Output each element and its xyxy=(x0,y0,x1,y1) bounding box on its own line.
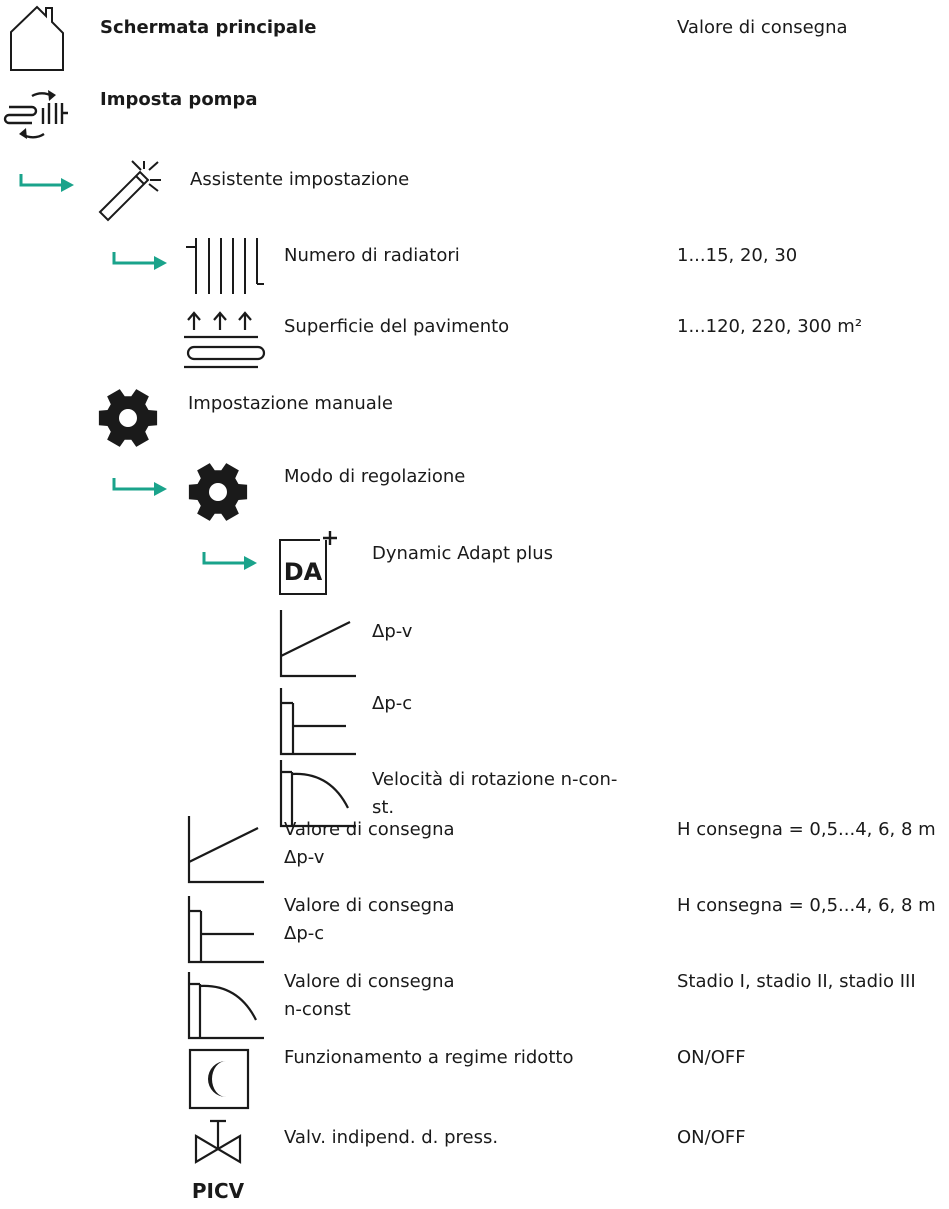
floor-area-value: 1...120, 220, 300 m² xyxy=(677,316,863,337)
dynamic-adapt-icon: DA xyxy=(279,531,337,595)
arrow-right-icon xyxy=(112,252,167,270)
setpoint-nconst-label-2: n-const xyxy=(284,999,351,1020)
radiators-value: 1...15, 20, 30 xyxy=(677,245,798,266)
pump-settings-icon xyxy=(3,90,68,139)
night-mode-label: Funzionamento a regime ridotto xyxy=(284,1047,574,1068)
main-screen-title: Schermata principale xyxy=(100,17,317,38)
night-mode-value: ON/OFF xyxy=(677,1047,746,1068)
valve-icon: PICV xyxy=(192,1119,245,1203)
svg-text:DA: DA xyxy=(284,558,323,586)
option-dp-c: Δp-c xyxy=(372,693,413,714)
gear-icon xyxy=(98,389,158,447)
dp-c-curve-icon xyxy=(279,688,356,756)
floor-area-label: Superficie del pavimento xyxy=(284,316,510,337)
arrow-right-icon xyxy=(112,478,167,496)
control-mode-label: Modo di regolazione xyxy=(284,466,466,487)
dp-c-curve-icon xyxy=(187,896,264,964)
setpoint-dpc-label: Valore di consegna xyxy=(284,895,455,916)
setpoint-column-heading: Valore di consegna xyxy=(677,17,848,38)
setpoint-nconst-label: Valore di consegna xyxy=(284,971,455,992)
dp-v-curve-icon xyxy=(187,816,264,884)
arrow-right-icon xyxy=(202,552,257,570)
picv-value: ON/OFF xyxy=(677,1127,746,1148)
option-speed-line2: st. xyxy=(372,797,395,818)
gear-icon xyxy=(188,463,248,521)
moon-icon xyxy=(188,1048,250,1110)
setpoint-dpv-value: H consegna = 0,5...4, 6, 8 m xyxy=(677,819,936,840)
magic-wand-icon xyxy=(98,160,161,222)
n-const-curve-icon xyxy=(187,972,264,1040)
wizard-label: Assistente impostazione xyxy=(190,169,410,190)
floor-heating-icon xyxy=(184,311,266,369)
n-const-curve-icon xyxy=(279,760,356,828)
setpoint-dpv-label-2: Δp-v xyxy=(284,847,325,868)
option-dynamic-adapt: Dynamic Adapt plus xyxy=(372,543,553,564)
option-speed-line1: Velocità di rotazione n-con- xyxy=(372,769,618,790)
picv-label: Valv. indipend. d. press. xyxy=(284,1127,499,1148)
setpoint-nconst-value: Stadio I, stadio II, stadio III xyxy=(677,971,916,992)
dp-v-curve-icon xyxy=(279,610,356,678)
picv-icon-text: PICV xyxy=(192,1179,245,1203)
radiators-label: Numero di radiatori xyxy=(284,245,460,266)
pump-setup-title: Imposta pompa xyxy=(100,89,258,110)
setpoint-dpc-label-2: Δp-c xyxy=(284,923,325,944)
radiator-icon xyxy=(186,238,264,294)
setpoint-dpv-label: Valore di consegna xyxy=(284,819,455,840)
setpoint-dpc-value: H consegna = 0,5...4, 6, 8 m xyxy=(677,895,936,916)
arrow-right-icon xyxy=(19,174,74,192)
house-icon xyxy=(10,5,64,71)
option-dp-v: Δp-v xyxy=(372,621,413,642)
manual-setup-label: Impostazione manuale xyxy=(188,393,393,414)
